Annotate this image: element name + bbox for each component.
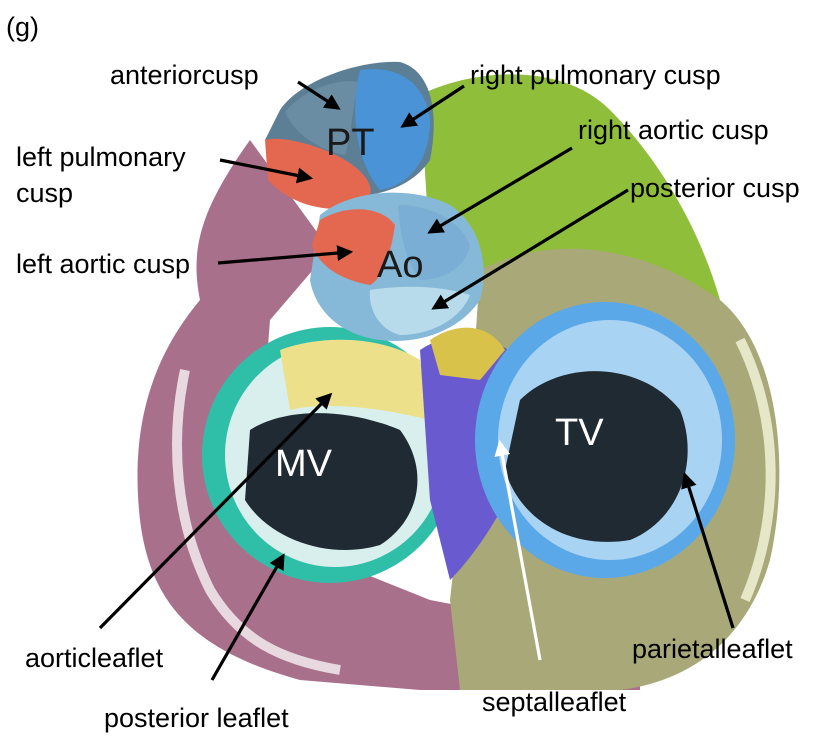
panel-label: (g): [6, 12, 39, 42]
label-left-aortic-cusp: left aortic cusp: [16, 249, 190, 279]
label-posterior-cusp: posterior cusp: [630, 173, 800, 203]
valve-illustration: [138, 62, 780, 690]
pt-label: PT: [326, 122, 375, 164]
label-septal-leaflet: septalleaflet: [482, 687, 627, 717]
mv-label: MV: [275, 443, 333, 485]
label-aortic-leaflet: aorticleaflet: [25, 643, 164, 673]
tv-label: TV: [555, 412, 604, 454]
label-parietal-leaflet: parietalleaflet: [632, 634, 793, 664]
ao-label: Ao: [377, 244, 423, 286]
label-right-aortic-cusp: right aortic cusp: [578, 115, 769, 145]
label-right-pulmonary-cusp: right pulmonary cusp: [470, 60, 721, 90]
label-posterior-leaflet: posterior leaflet: [104, 703, 289, 733]
label-anterior-cusp: anteriorcusp: [110, 60, 259, 90]
label-left-pulmonary-cusp-line2: cusp: [16, 178, 73, 208]
label-left-pulmonary-cusp-line1: left pulmonary: [16, 142, 186, 172]
